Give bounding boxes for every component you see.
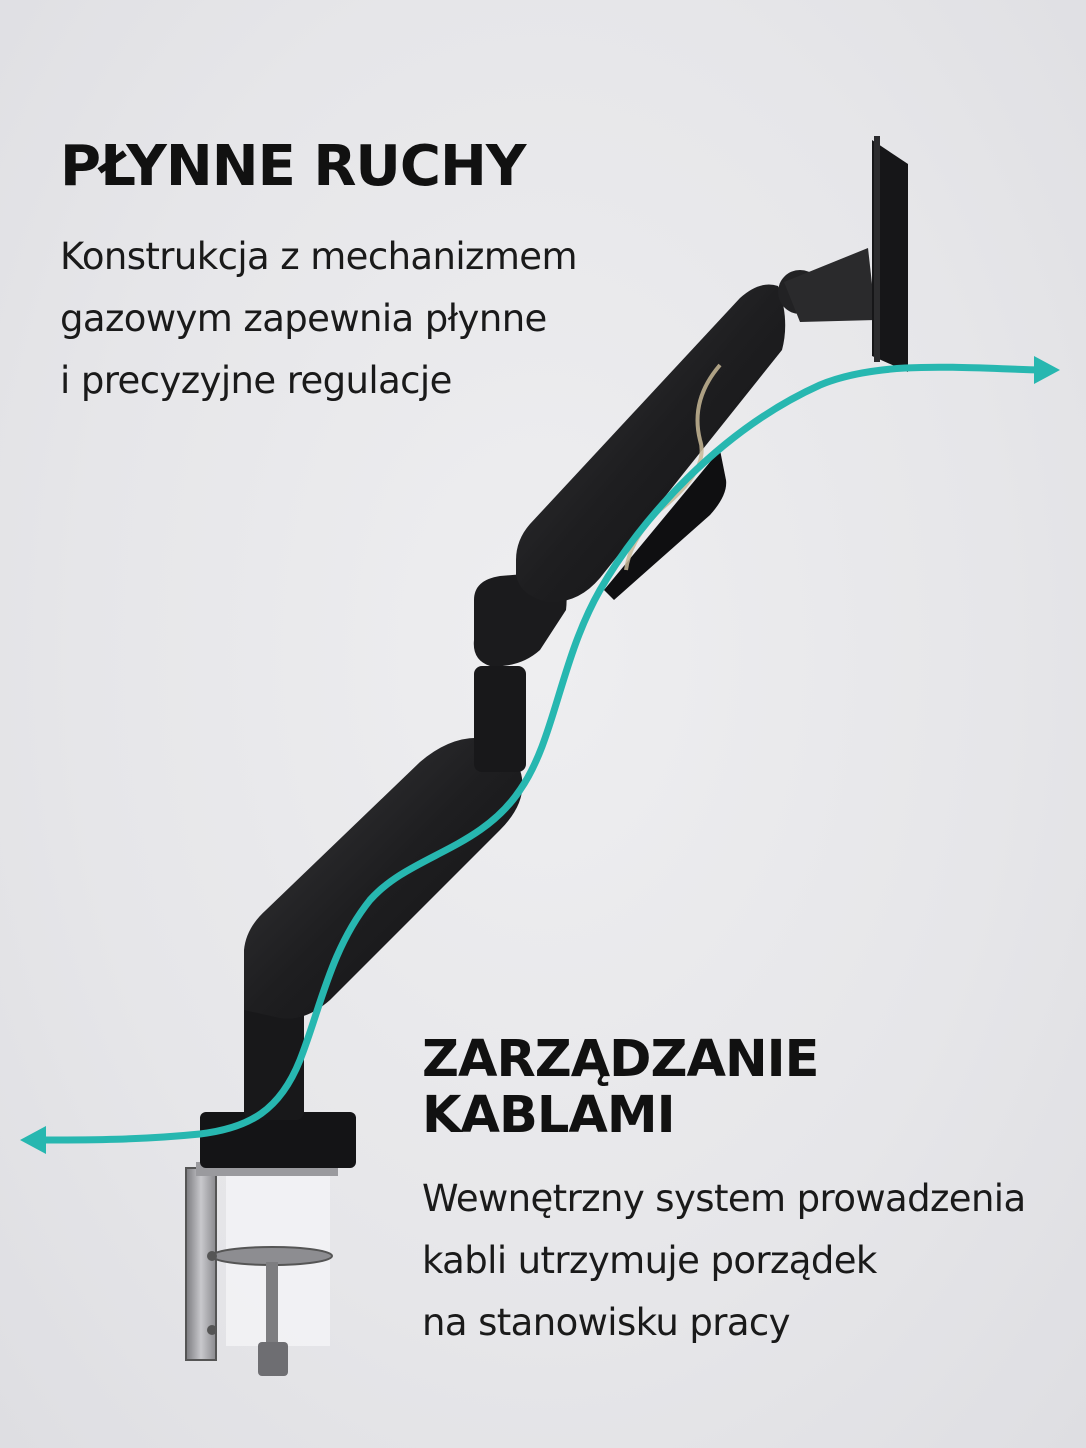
description-line: i precyzyjne regulacje: [60, 358, 452, 402]
description-line: kabli utrzymuje porządek: [422, 1239, 877, 1283]
tilt-head: [778, 136, 908, 372]
description-line: gazowym zapewnia płynne: [60, 296, 547, 340]
arrow-head-left: [20, 1126, 46, 1154]
description-line: Wewnętrzny system prowadzenia: [422, 1177, 1026, 1221]
desk-clamp: [185, 1162, 338, 1376]
feature-description: Wewnętrzny system prowadzenia kabli utrz…: [422, 1168, 1062, 1354]
feature-description: Konstrukcja z mechanizmem gazowym zapewn…: [60, 226, 680, 412]
arrow-head-right: [1034, 356, 1060, 384]
feature-cable-management: ZARZĄDZANIE KABLAMI Wewnętrzny system pr…: [422, 1030, 1062, 1354]
feature-title: PŁYNNE RUCHY: [60, 134, 526, 199]
feature-smooth-motion: PŁYNNE RUCHY Konstrukcja z mechanizmem g…: [60, 136, 680, 412]
lower-arm: [244, 666, 526, 1019]
description-line: Konstrukcja z mechanizmem: [60, 234, 578, 278]
arm-base: [200, 1000, 356, 1168]
description-line: na stanowisku pracy: [422, 1301, 791, 1345]
cable-route-arrow: [20, 356, 1060, 1154]
feature-title: ZARZĄDZANIE KABLAMI: [422, 1030, 819, 1146]
